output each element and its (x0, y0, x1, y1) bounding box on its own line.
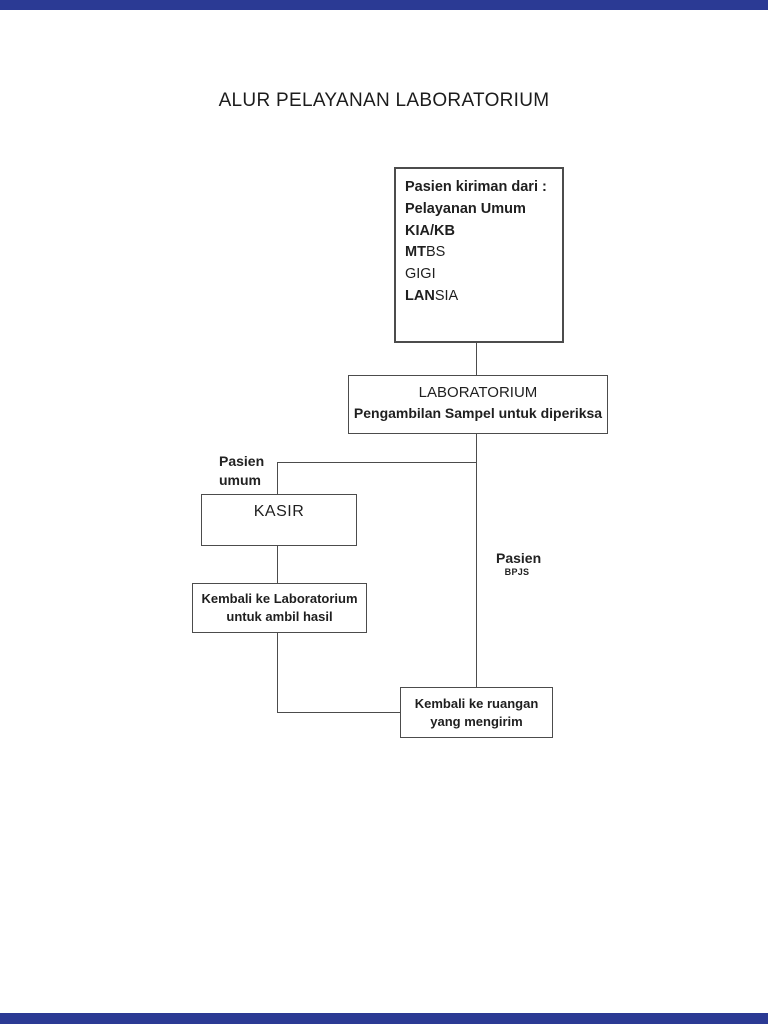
page-title: ALUR PELAYANAN LABORATORIUM (218, 90, 550, 111)
return-to-lab-box: Kembali ke Laboratorium untuk ambil hasi… (192, 583, 367, 633)
bottom-edge-bar (0, 1013, 768, 1024)
connector-kasir-to-returnlab (276, 546, 278, 583)
laboratorium-box-subtitle: Pengambilan Sampel untuk diperiksa (353, 405, 603, 421)
connector-returnlab-to-returnroom (276, 711, 401, 713)
referral-source-line: GIGI (405, 266, 436, 283)
referral-source-line: KIA/KB (405, 222, 455, 239)
return-to-room-box: Kembali ke ruangan yang mengirim (400, 687, 553, 738)
referral-source-line: Pelayanan Umum (405, 200, 526, 217)
connector-branch-to-kasir (276, 461, 278, 495)
branch-label-pasien-umum: Pasien umum (219, 452, 264, 489)
connector-lab-to-returnroom (475, 434, 477, 688)
return-to-room-line1: Kembali ke ruangan (414, 696, 539, 711)
top-edge-bar (0, 0, 768, 10)
referral-source-line: LANSIA (405, 287, 459, 304)
connector-branch-left (276, 461, 477, 463)
referral-source-line: MTBS (405, 244, 446, 261)
return-to-room-line2: yang mengirim (430, 714, 523, 729)
return-to-lab-line1: Kembali ke Laboratorium (201, 591, 358, 606)
return-to-lab-line2: untuk ambil hasil (226, 609, 333, 624)
branch-label-pasien-bpjs: Pasien BPJS (496, 550, 542, 578)
connector-returnlab-down (276, 633, 278, 713)
referral-source-line: Pasien kiriman dari : (405, 179, 547, 195)
branch-label-pasien-umum-line2: umum (219, 471, 261, 488)
laboratorium-box-title: LABORATORIUM (418, 384, 538, 401)
branch-label-pasien-bpjs-line1: Pasien (496, 550, 542, 566)
connector-referral-to-lab (475, 343, 477, 375)
branch-label-pasien-bpjs-line2: BPJS (504, 567, 530, 577)
branch-label-pasien-umum-line1: Pasien (219, 453, 265, 469)
laboratorium-box: LABORATORIUM Pengambilan Sampel untuk di… (348, 375, 608, 434)
kasir-box: KASIR (201, 494, 357, 546)
